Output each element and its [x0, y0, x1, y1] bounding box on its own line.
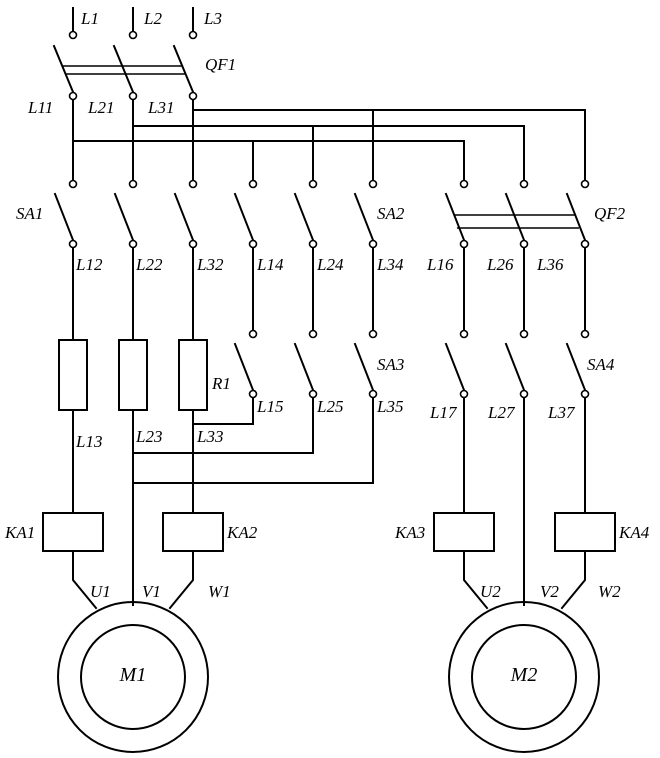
bus-wiring [72, 99, 586, 181]
label-l35: L35 [376, 397, 403, 416]
label-sa3: SA3 [377, 355, 404, 374]
label-ka4: KA4 [618, 523, 650, 542]
label-l36: L36 [536, 255, 564, 274]
label-ka1: KA1 [4, 523, 35, 542]
label-l1: L1 [80, 9, 99, 28]
contactor-coils [42, 512, 616, 552]
qf1-breaker [52, 44, 198, 101]
resistor-r1 [58, 339, 208, 411]
label-l23: L23 [135, 427, 162, 446]
label-l32: L32 [196, 255, 224, 274]
switch-row-2 [233, 329, 590, 399]
label-ka3: KA3 [394, 523, 425, 542]
mid-wiring [72, 247, 586, 341]
motor-m1 [57, 601, 209, 753]
label-l25: L25 [316, 397, 343, 416]
label-qf1: QF1 [205, 55, 236, 74]
label-l14: L14 [256, 255, 284, 274]
label-sa4: SA4 [587, 355, 615, 374]
label-l11: L11 [27, 98, 53, 117]
label-sa2: SA2 [377, 204, 405, 223]
label-l17: L17 [429, 403, 458, 422]
label-l21: L21 [87, 98, 114, 117]
label-l31: L31 [147, 98, 174, 117]
label-w2: W2 [598, 582, 621, 601]
label-ka2: KA2 [226, 523, 258, 542]
label-sa1: SA1 [16, 204, 43, 223]
motor-leads [72, 550, 586, 610]
label-l33: L33 [196, 427, 223, 446]
label-qf2: QF2 [594, 204, 626, 223]
label-v1: V1 [142, 582, 161, 601]
label-l15: L15 [256, 397, 283, 416]
label-l3: L3 [203, 9, 222, 28]
label-m2: M2 [510, 664, 538, 686]
label-l13: L13 [75, 432, 102, 451]
label-r1: R1 [211, 374, 231, 393]
motor-m2 [448, 601, 600, 753]
label-l12: L12 [75, 255, 103, 274]
supply-lines [68, 7, 198, 40]
label-l16: L16 [426, 255, 454, 274]
label-v2: V2 [540, 582, 559, 601]
label-l37: L37 [547, 403, 576, 422]
switch-row-1 [53, 179, 590, 249]
label-w1: W1 [208, 582, 231, 601]
label-u1: U1 [90, 582, 111, 601]
label-l2: L2 [143, 9, 162, 28]
label-u2: U2 [480, 582, 501, 601]
label-l24: L24 [316, 255, 344, 274]
label-m1: M1 [119, 664, 147, 686]
label-l34: L34 [376, 255, 404, 274]
label-l22: L22 [135, 255, 163, 274]
bypass-wiring [72, 397, 586, 606]
label-l26: L26 [486, 255, 514, 274]
label-l27: L27 [487, 403, 516, 422]
